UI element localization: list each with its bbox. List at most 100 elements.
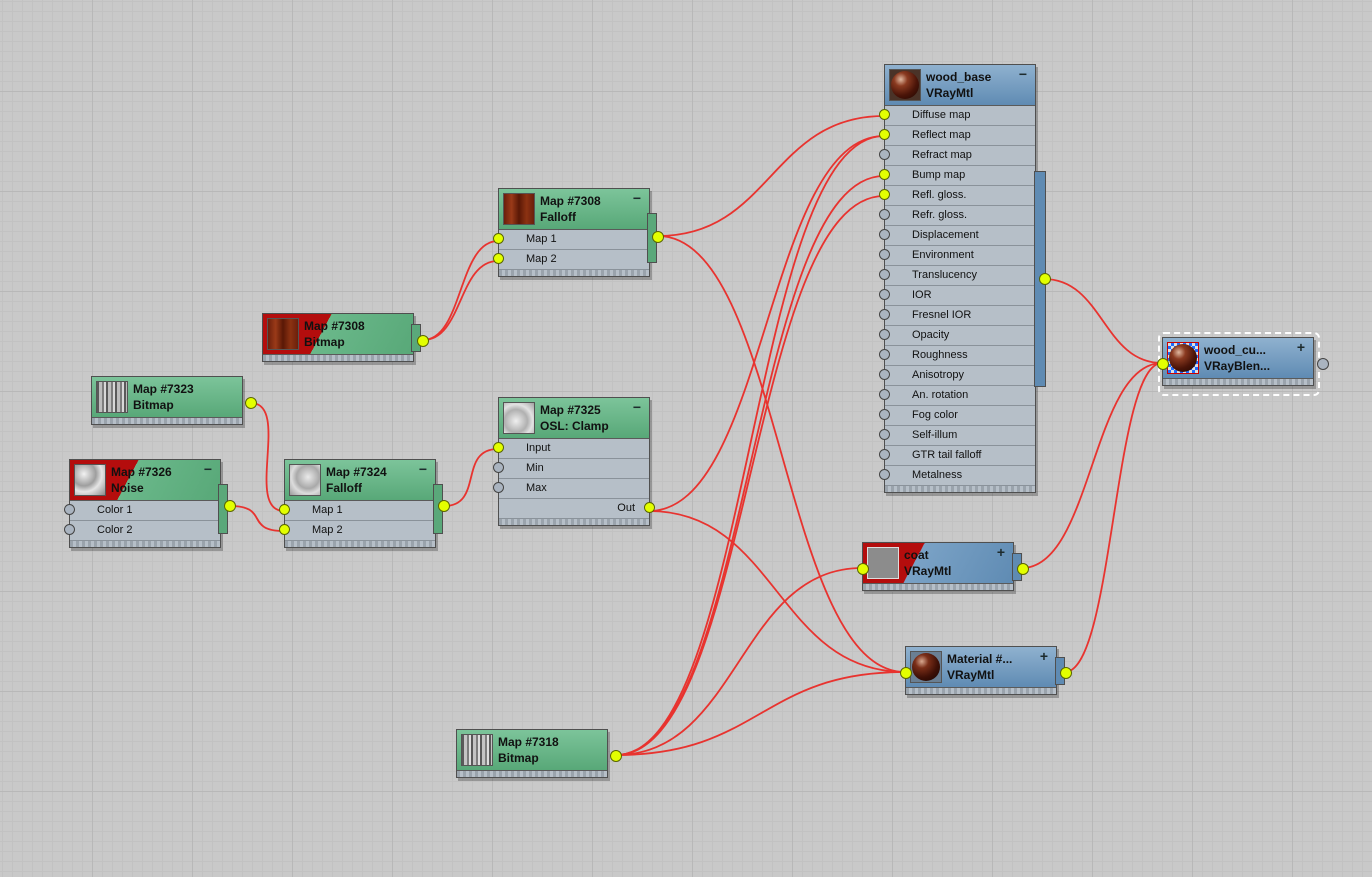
node-map7326[interactable]: Map #7326 Noise − Color 1 Color 2 <box>64 459 236 548</box>
slot-diffuse-map[interactable]: Diffuse map <box>879 106 1035 126</box>
node-header[interactable]: Map #7326 Noise − <box>70 460 220 501</box>
output-socket[interactable] <box>1017 563 1029 575</box>
input-socket[interactable] <box>879 189 890 200</box>
input-socket[interactable] <box>879 369 890 380</box>
slot-opacity[interactable]: Opacity <box>879 326 1035 346</box>
output-socket[interactable] <box>438 500 450 512</box>
output-socket[interactable] <box>1060 667 1072 679</box>
slot-displacement[interactable]: Displacement <box>879 226 1035 246</box>
node-header[interactable]: Map #7323 Bitmap <box>92 377 242 418</box>
slot-ior[interactable]: IOR <box>879 286 1035 306</box>
slot-gtr-tail-falloff[interactable]: GTR tail falloff <box>879 446 1035 466</box>
collapse-icon[interactable]: − <box>632 399 641 415</box>
input-socket[interactable] <box>879 409 890 420</box>
slot-color-1[interactable]: Color 1 <box>64 501 220 521</box>
slot-anisotropy[interactable]: Anisotropy <box>879 366 1035 386</box>
node-header[interactable]: Map #7308 Falloff − <box>499 189 649 230</box>
input-socket[interactable] <box>493 482 504 493</box>
input-socket[interactable] <box>493 442 504 453</box>
node-header[interactable]: Map #7324 Falloff − <box>285 460 435 501</box>
node-map7308-falloff[interactable]: Map #7308 Falloff − Map 1 Map 2 <box>493 188 664 277</box>
slot-refr-gloss[interactable]: Refr. gloss. <box>879 206 1035 226</box>
input-socket[interactable] <box>879 229 890 240</box>
expand-icon[interactable]: + <box>996 544 1005 560</box>
slot-refract-map[interactable]: Refract map <box>879 146 1035 166</box>
node-header[interactable]: wood_cu... VRayBlen... + <box>1163 338 1313 379</box>
input-socket[interactable] <box>493 253 504 264</box>
output-socket[interactable] <box>224 500 236 512</box>
input-socket[interactable] <box>879 169 890 180</box>
node-header[interactable]: Map #7325 OSL: Clamp − <box>499 398 649 439</box>
input-socket[interactable] <box>879 149 890 160</box>
slot-map-1[interactable]: Map 1 <box>493 230 649 250</box>
slot-map-2[interactable]: Map 2 <box>493 250 649 270</box>
slot-translucency[interactable]: Translucency <box>879 266 1035 286</box>
output-socket[interactable] <box>1039 273 1051 285</box>
collapse-icon[interactable]: − <box>1018 66 1027 82</box>
output-socket[interactable] <box>1317 358 1329 370</box>
node-header[interactable]: Material #... VRayMtl + <box>906 647 1056 688</box>
input-socket[interactable] <box>879 269 890 280</box>
input-socket[interactable] <box>879 309 890 320</box>
input-socket[interactable] <box>64 524 75 535</box>
output-socket[interactable] <box>644 502 655 513</box>
node-header[interactable]: Map #7318 Bitmap <box>457 730 607 771</box>
slot-fog-color[interactable]: Fog color <box>879 406 1035 426</box>
collapse-icon[interactable]: − <box>203 461 212 477</box>
output-socket[interactable] <box>245 397 257 409</box>
slot-self-illum[interactable]: Self-illum <box>879 426 1035 446</box>
node-header[interactable]: wood_base VRayMtl − <box>885 65 1035 106</box>
input-socket[interactable] <box>279 504 290 515</box>
node-header[interactable]: Map #7308 Bitmap <box>263 314 413 355</box>
expand-icon[interactable]: + <box>1039 648 1048 664</box>
slot-min[interactable]: Min <box>493 459 649 479</box>
node-map7325[interactable]: Map #7325 OSL: Clamp − Input Min Max Out <box>493 397 655 526</box>
slot-environment[interactable]: Environment <box>879 246 1035 266</box>
slot-roughness[interactable]: Roughness <box>879 346 1035 366</box>
slot-color-2[interactable]: Color 2 <box>64 521 220 541</box>
output-socket[interactable] <box>652 231 664 243</box>
slot-input[interactable]: Input <box>493 439 649 459</box>
output-socket[interactable] <box>417 335 429 347</box>
input-socket[interactable] <box>900 667 912 679</box>
input-socket[interactable] <box>879 129 890 140</box>
node-coat[interactable]: coat VRayMtl + <box>857 542 1029 591</box>
node-header[interactable]: coat VRayMtl + <box>863 543 1013 584</box>
node-wood-cut[interactable]: wood_cu... VRayBlen... + <box>1157 337 1329 386</box>
input-socket[interactable] <box>879 209 890 220</box>
input-socket[interactable] <box>493 462 504 473</box>
node-map7308-bitmap[interactable]: Map #7308 Bitmap <box>262 313 429 362</box>
slot-metalness[interactable]: Metalness <box>879 466 1035 486</box>
input-socket[interactable] <box>1157 358 1169 370</box>
input-socket[interactable] <box>879 389 890 400</box>
input-socket[interactable] <box>879 329 890 340</box>
expand-icon[interactable]: + <box>1296 339 1305 355</box>
node-map7324[interactable]: Map #7324 Falloff − Map 1 Map 2 <box>279 459 450 548</box>
input-socket[interactable] <box>879 429 890 440</box>
input-socket[interactable] <box>879 349 890 360</box>
slot-map-1[interactable]: Map 1 <box>279 501 435 521</box>
node-map7318[interactable]: Map #7318 Bitmap <box>456 729 622 778</box>
slot-bump-map[interactable]: Bump map <box>879 166 1035 186</box>
collapse-icon[interactable]: − <box>632 190 641 206</box>
input-socket[interactable] <box>493 233 504 244</box>
input-socket[interactable] <box>279 524 290 535</box>
input-socket[interactable] <box>879 289 890 300</box>
input-socket[interactable] <box>879 469 890 480</box>
output-socket[interactable] <box>610 750 622 762</box>
input-socket[interactable] <box>879 109 890 120</box>
collapse-icon[interactable]: − <box>418 461 427 477</box>
slot-refl-gloss[interactable]: Refl. gloss. <box>879 186 1035 206</box>
slot-an-rotation[interactable]: An. rotation <box>879 386 1035 406</box>
input-socket[interactable] <box>857 563 869 575</box>
node-material[interactable]: Material #... VRayMtl + <box>900 646 1072 695</box>
node-map7323[interactable]: Map #7323 Bitmap <box>91 376 257 425</box>
slot-fresnel-ior[interactable]: Fresnel IOR <box>879 306 1035 326</box>
slot-out[interactable]: Out <box>499 499 655 519</box>
input-socket[interactable] <box>64 504 75 515</box>
slot-reflect-map[interactable]: Reflect map <box>879 126 1035 146</box>
input-socket[interactable] <box>879 249 890 260</box>
input-socket[interactable] <box>879 449 890 460</box>
slot-map-2[interactable]: Map 2 <box>279 521 435 541</box>
